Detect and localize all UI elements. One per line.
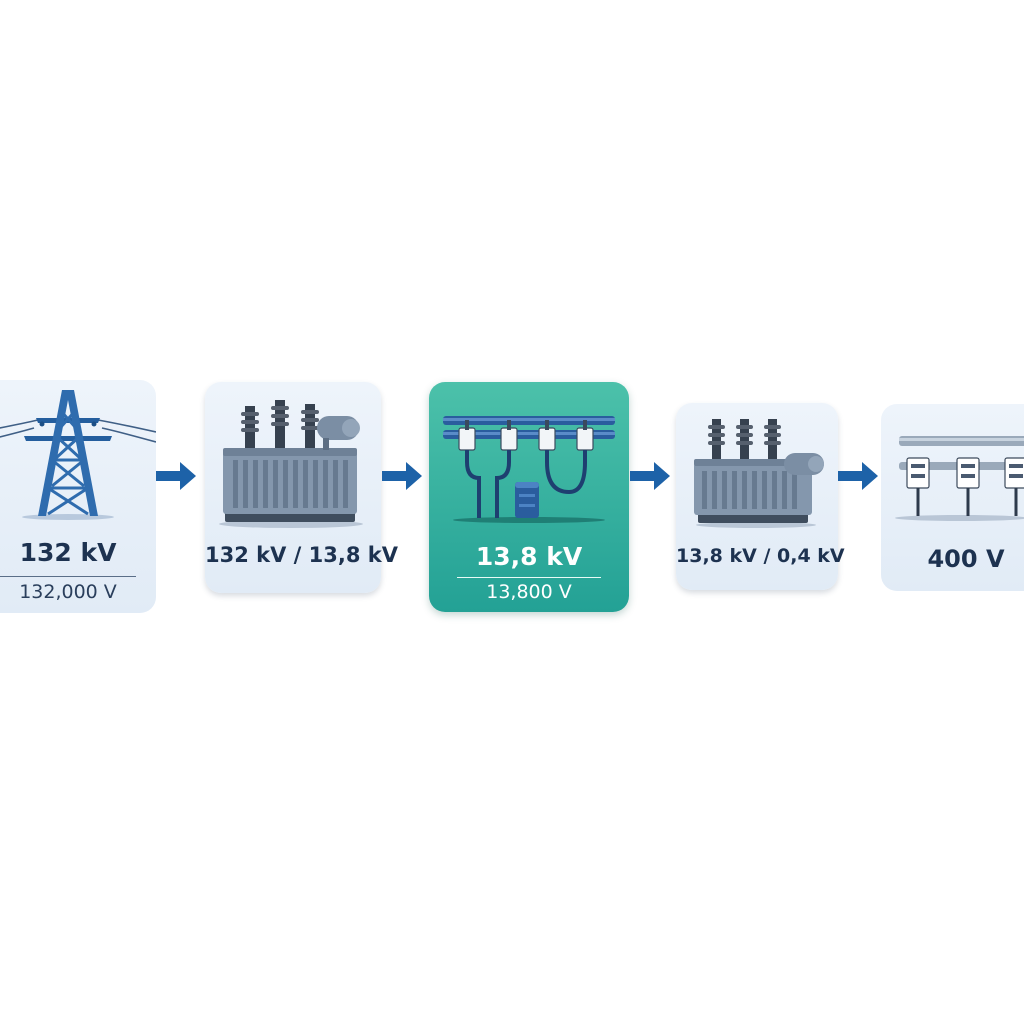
flow-arrow-icon <box>838 462 878 490</box>
stage-card-step-down-transformer: 132 kV / 13,8 kV <box>205 382 398 593</box>
stage-divider <box>0 576 136 577</box>
stage-voltage-label: 13,8 kV / 0,4 kV <box>676 545 845 567</box>
stage-divider <box>457 577 601 578</box>
stage-card-transmission: 132 kV 132,000 V <box>0 380 156 613</box>
stage-voltage-label: 400 V <box>927 545 1005 573</box>
stage-voltage-detail: 132,000 V <box>19 581 117 603</box>
transformer-icon <box>219 400 363 528</box>
busbar-icon <box>895 436 1024 521</box>
transmission-tower-icon <box>0 390 156 520</box>
transformer-icon <box>694 419 824 528</box>
busbar-icon <box>443 416 615 523</box>
flow-arrow-icon <box>382 462 422 490</box>
stage-voltage-detail: 13,800 V <box>486 581 572 603</box>
stage-card-medium-voltage-busbar: 13,8 kV 13,800 V <box>429 382 629 612</box>
flow-arrow-icon <box>156 462 196 490</box>
flow-arrow-icon <box>630 462 670 490</box>
stage-voltage-label: 13,8 kV <box>475 542 583 571</box>
stage-card-distribution-transformer: 13,8 kV / 0,4 kV <box>676 403 845 590</box>
stage-voltage-label: 132 kV / 13,8 kV <box>205 543 398 567</box>
stage-card-low-voltage: 400 V <box>881 404 1024 591</box>
stage-voltage-label: 132 kV <box>19 538 117 567</box>
